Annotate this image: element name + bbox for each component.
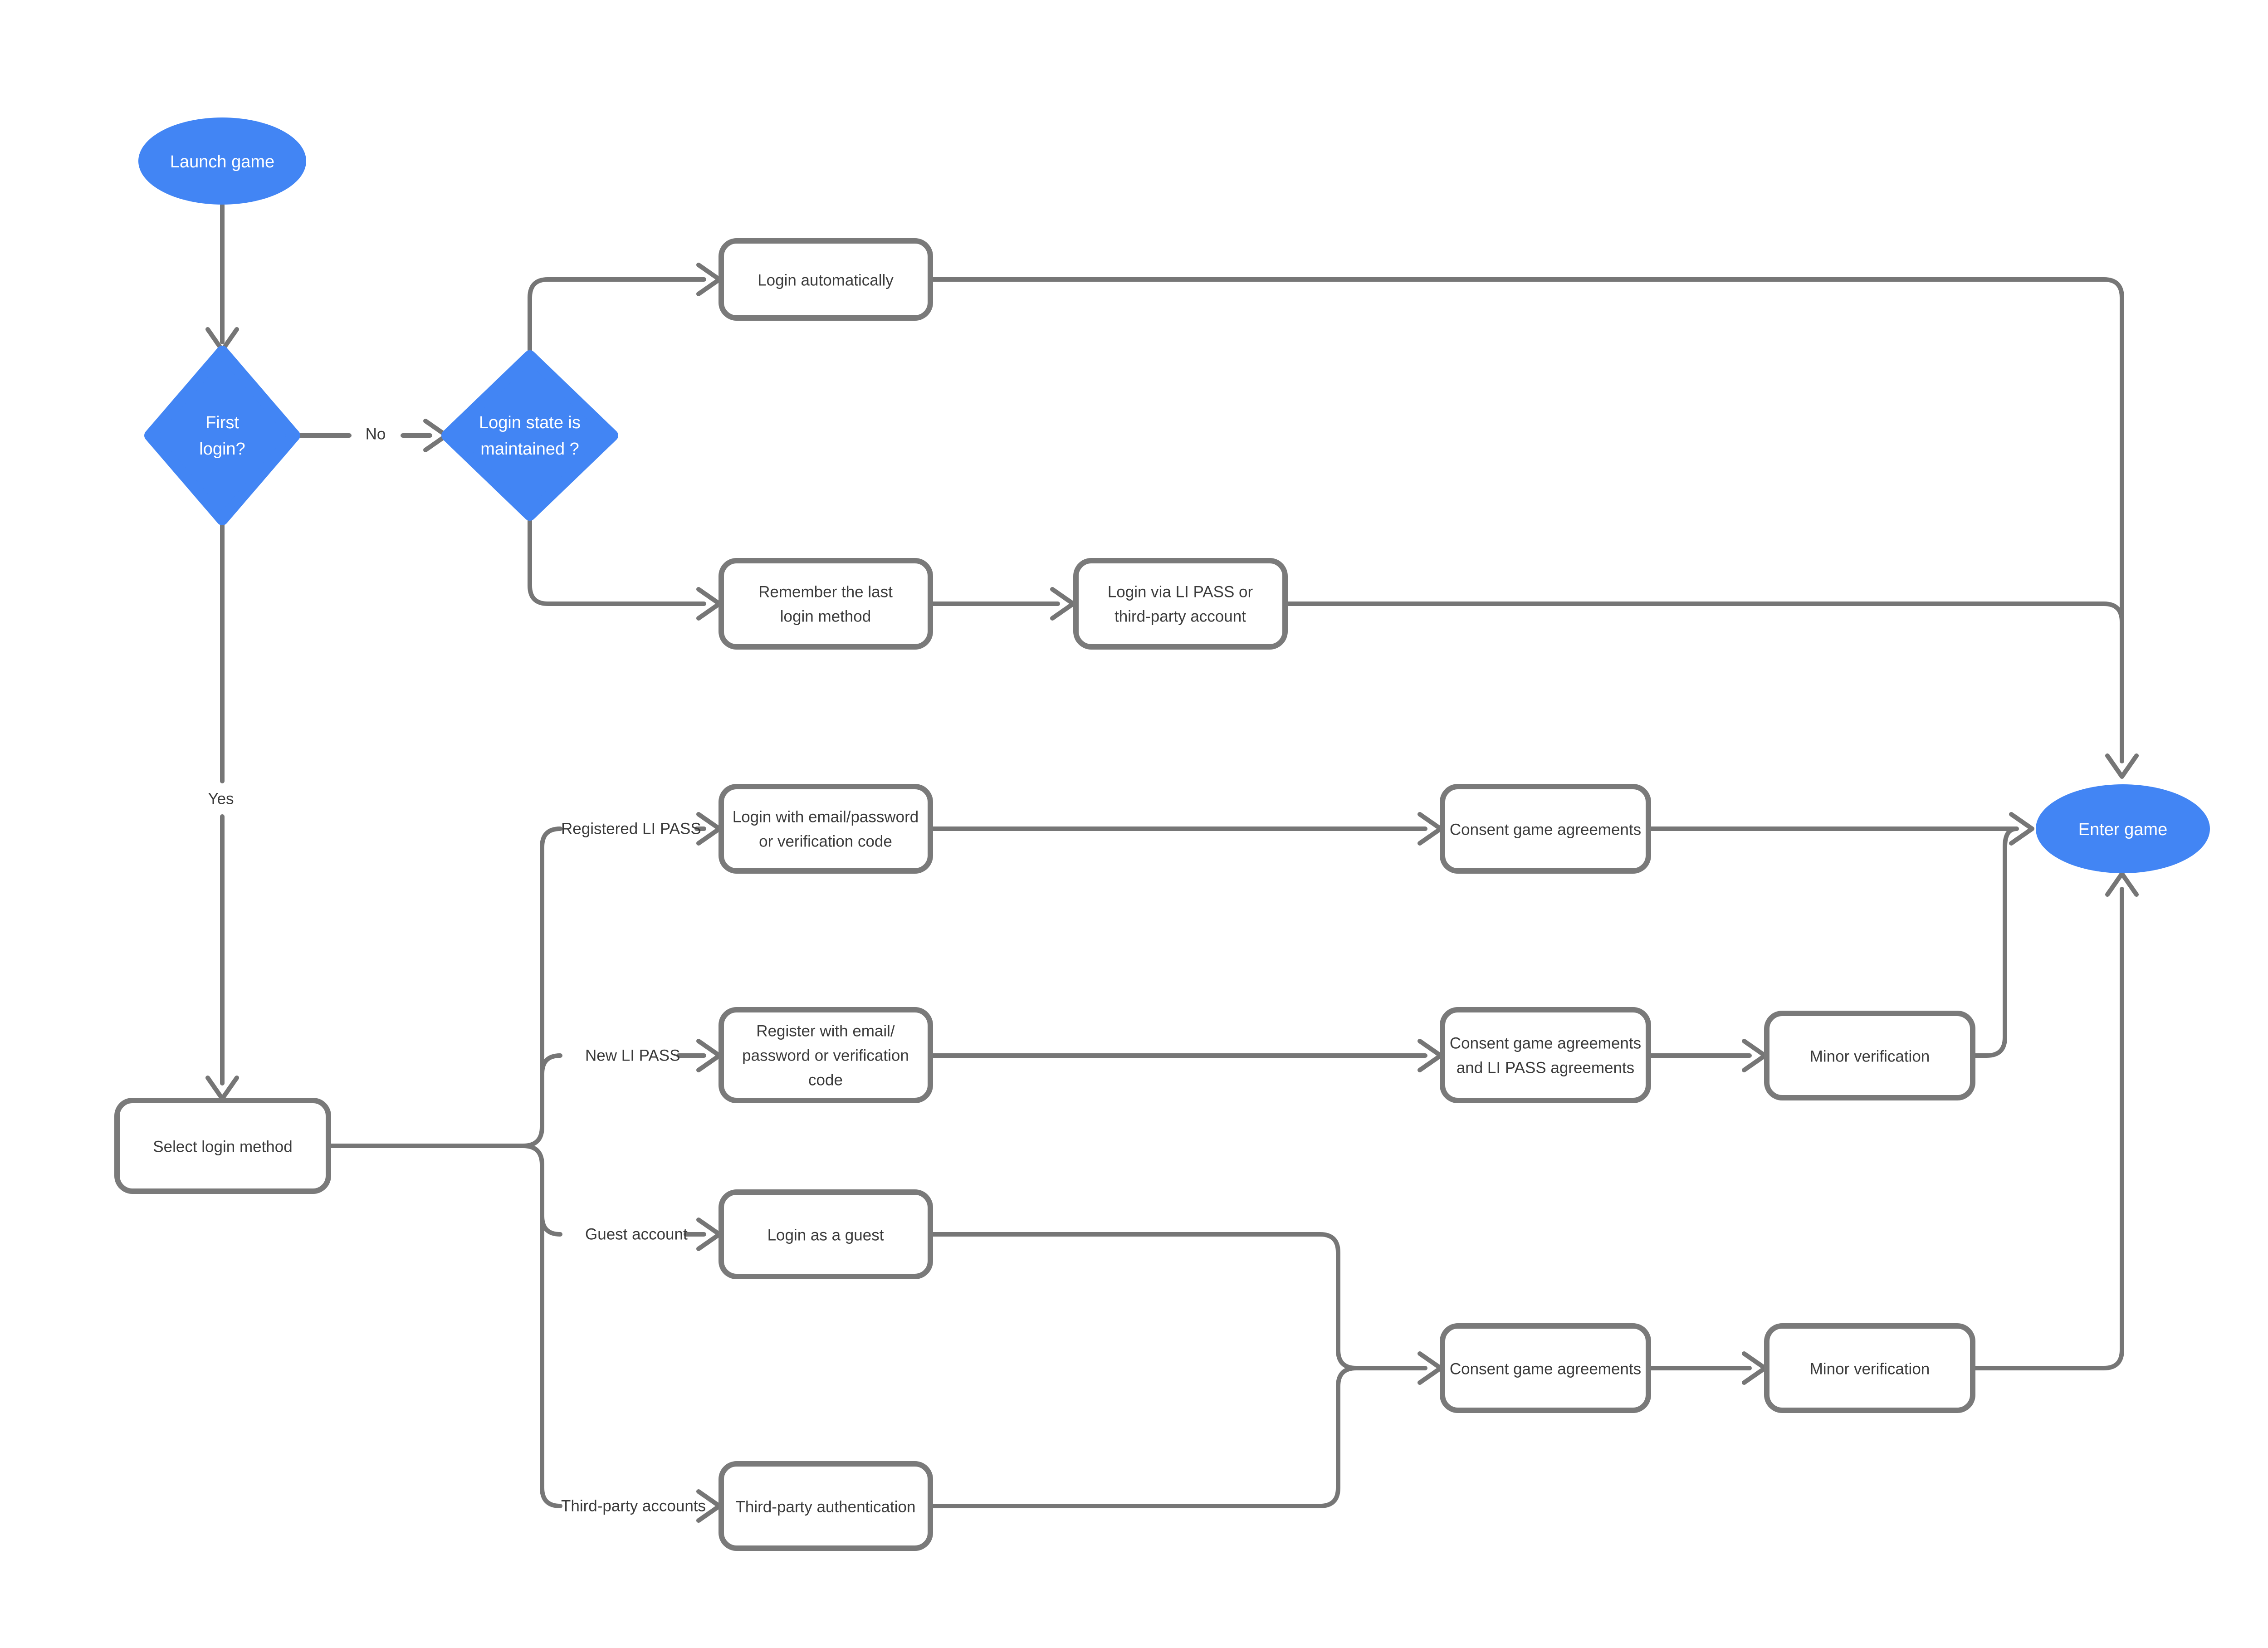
edge-label-new-li-pass: New LI PASS [585, 1047, 680, 1065]
edge-lipass-to-enter [1283, 601, 2124, 624]
login-guest-box [719, 1189, 933, 1279]
edge-login-state-to-auto [528, 277, 706, 357]
node-first-login-decision: First login? [144, 346, 300, 525]
remember-line1: Remember the last [758, 583, 893, 601]
first-login-line1: First [205, 413, 239, 432]
minor-mid-box [1764, 1011, 1975, 1100]
third-auth-label: Third-party authentication [736, 1498, 916, 1516]
login-email-line1: Login with email/password [733, 808, 919, 826]
node-select-login-method: Select login method [114, 1098, 331, 1194]
login-auto-label: Login automatically [758, 272, 894, 289]
select-method-label: Select login method [153, 1138, 292, 1156]
third-auth-box [719, 1461, 933, 1551]
node-enter-game: Enter game [2036, 784, 2210, 873]
branch-new-li-pass [540, 1053, 562, 1076]
edge-login-state-to-remember [528, 513, 706, 606]
consent-mid-box [1440, 1007, 1651, 1103]
trunk-fork-down [521, 1144, 562, 1508]
login-auto-box [719, 238, 933, 321]
login-email-line2: or verification code [759, 833, 892, 851]
edge-label-registered-li-pass: Registered LI PASS [561, 820, 701, 838]
select-method-box [114, 1098, 331, 1194]
node-launch-game: Launch game [138, 117, 306, 205]
launch-ellipse [138, 117, 306, 205]
consent-top-box [1440, 784, 1651, 874]
arrowhead-into-enter-top [2105, 753, 2139, 779]
consent-mid-line1: Consent game agreements [1450, 1035, 1641, 1052]
first-login-line2: login? [199, 440, 245, 459]
node-consent-mid: Consent game agreements and LI PASS agre… [1440, 1007, 1651, 1103]
enter-game-label: Enter game [2078, 820, 2167, 839]
edge-label-guest-account: Guest account [585, 1226, 688, 1243]
edge-third-up [928, 1366, 1359, 1508]
edge-minor-bottom-to-enter [1970, 887, 2124, 1370]
register-line2: password or verification [742, 1047, 909, 1065]
remember-box [719, 558, 933, 650]
consent-top-label: Consent game agreements [1450, 821, 1641, 839]
edge-label-third-party-accounts: Third-party accounts [561, 1497, 706, 1515]
login-email-box [719, 784, 933, 874]
node-consent-bottom: Consent game agreements [1440, 1323, 1651, 1413]
arrowhead-into-enter-bottom [2105, 871, 2139, 897]
enter-game-ellipse [2036, 784, 2210, 873]
node-minor-verification-bottom: Minor verification [1764, 1323, 1975, 1413]
remember-line2: login method [780, 608, 871, 626]
register-box [719, 1007, 933, 1103]
launch-label: Launch game [170, 152, 274, 171]
node-consent-top: Consent game agreements [1440, 784, 1651, 874]
node-register-with-email: Register with email/ password or verific… [719, 1007, 933, 1103]
minor-bottom-box [1764, 1323, 1975, 1413]
consent-bottom-label: Consent game agreements [1450, 1360, 1641, 1378]
node-login-with-email: Login with email/password or verificatio… [719, 784, 933, 874]
register-line3: code [808, 1071, 843, 1089]
edge-label-no: No [366, 425, 386, 443]
login-state-line2: maintained ? [480, 440, 579, 459]
node-minor-verification-mid: Minor verification [1764, 1011, 1975, 1100]
minor-bottom-label: Minor verification [1810, 1360, 1930, 1378]
consent-mid-line2: and LI PASS agreements [1457, 1059, 1634, 1077]
node-login-as-guest: Login as a guest [719, 1189, 933, 1279]
edge-labels: No Yes Registered LI PASS New LI PASS Gu… [208, 425, 706, 1515]
node-login-via-li-pass: Login via LI PASS or third-party account [1073, 558, 1288, 650]
register-line1: Register with email/ [756, 1022, 895, 1040]
login-state-diamond [441, 350, 618, 521]
login-guest-label: Login as a guest [767, 1227, 884, 1244]
node-login-state-decision: Login state is maintained ? [441, 350, 618, 521]
first-login-diamond [144, 346, 300, 525]
login-state-line1: Login state is [479, 413, 581, 432]
li-pass-line1: Login via LI PASS or [1108, 583, 1253, 601]
edge-auto-to-enter [928, 277, 2124, 763]
node-remember-last-method: Remember the last login method [719, 558, 933, 650]
li-pass-line2: third-party account [1114, 608, 1246, 626]
arrowhead-into-enter-left [2009, 812, 2034, 846]
li-pass-box [1073, 558, 1288, 650]
minor-mid-label: Minor verification [1810, 1048, 1930, 1066]
node-third-party-authentication: Third-party authentication [719, 1461, 933, 1551]
trunk-fork-up [521, 826, 562, 1148]
node-login-automatically: Login automatically [719, 238, 933, 321]
edge-guest-down [928, 1232, 1359, 1370]
consent-bottom-box [1440, 1323, 1651, 1413]
branch-guest-account [540, 1214, 562, 1237]
edge-minor-mid-to-enter [1970, 826, 2019, 1058]
edge-label-yes: Yes [208, 790, 234, 808]
